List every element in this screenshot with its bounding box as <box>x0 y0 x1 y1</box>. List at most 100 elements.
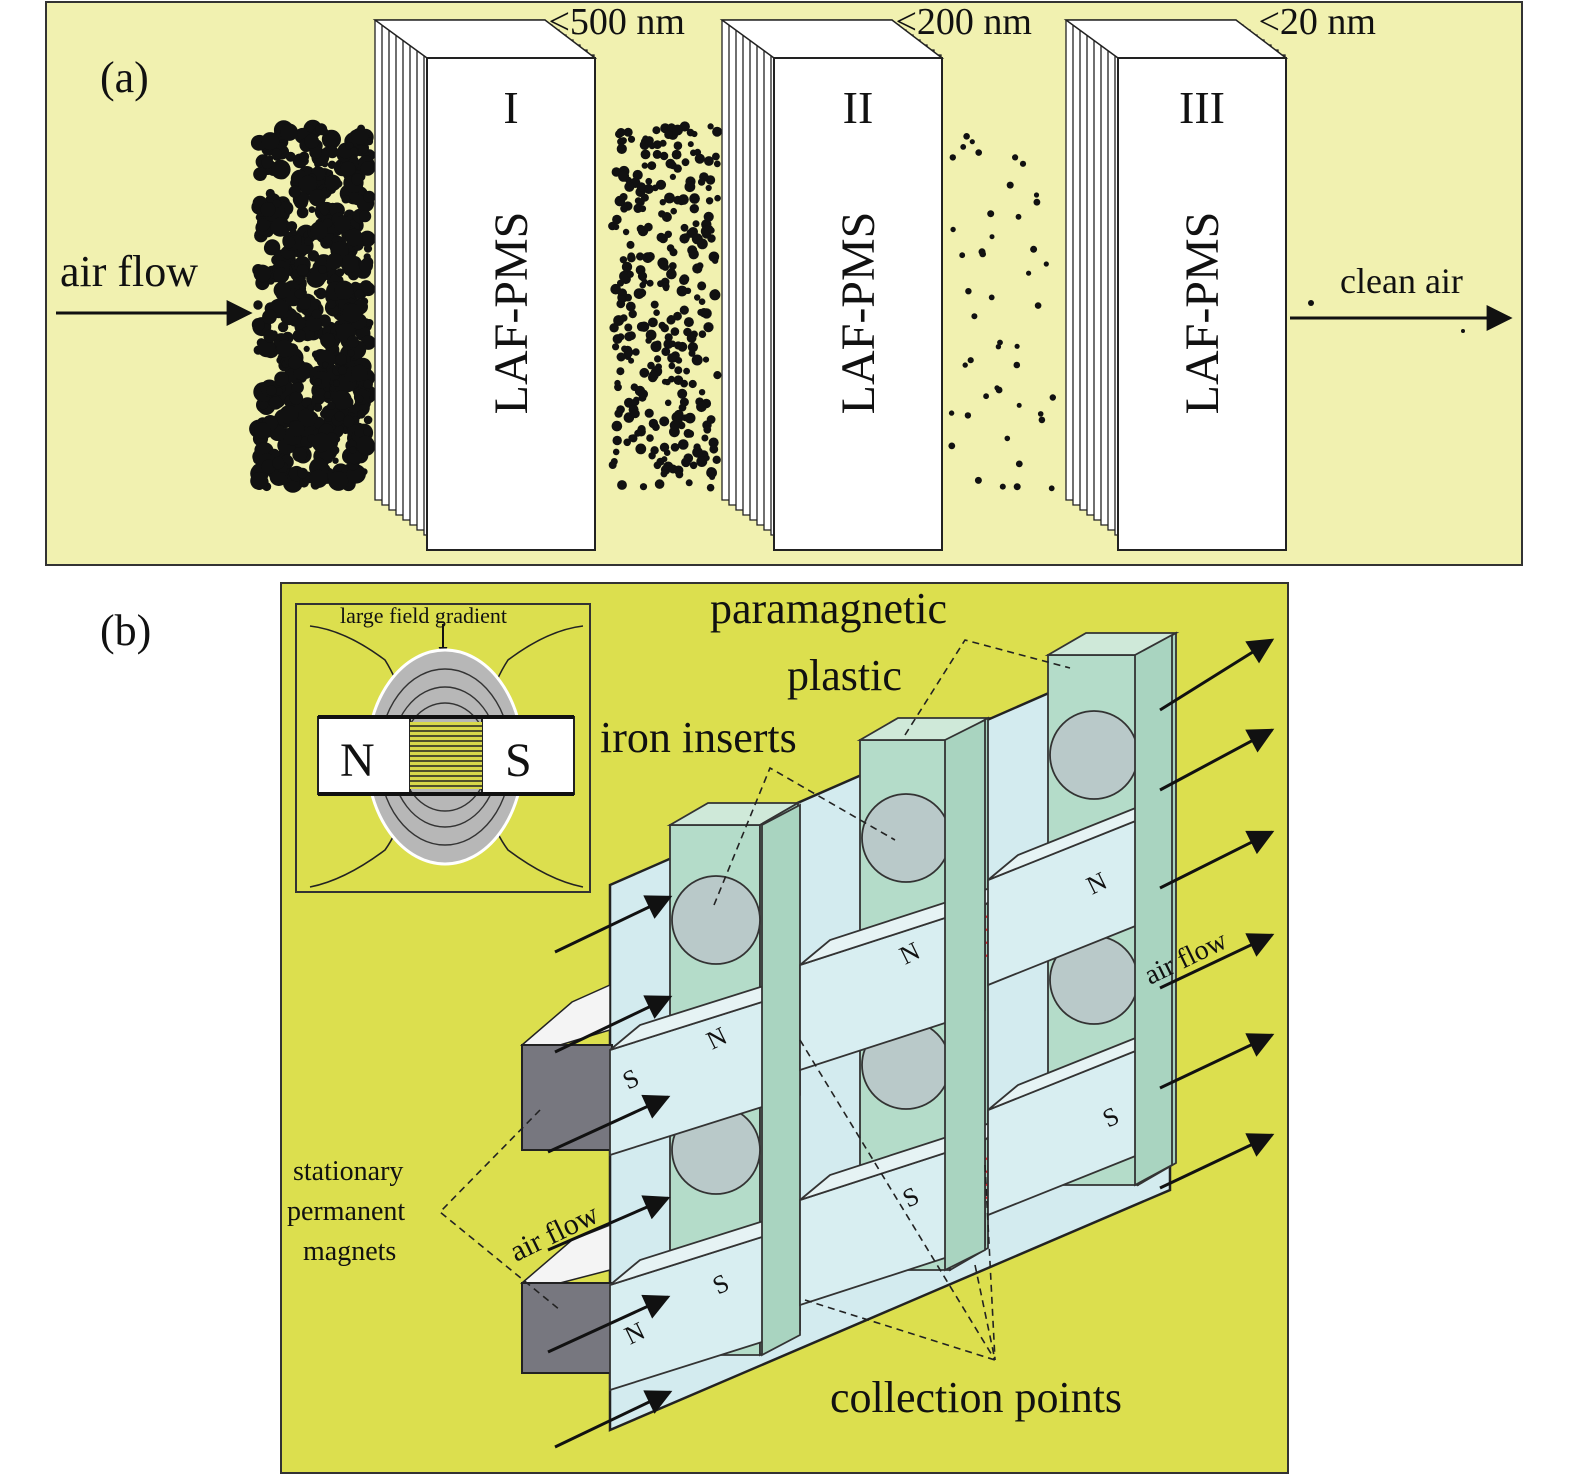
particle <box>703 211 714 222</box>
particle <box>671 149 682 160</box>
column-1: NSSNSN <box>609 801 840 1392</box>
particle <box>621 345 628 353</box>
particle <box>664 378 671 386</box>
air-flow-arrow <box>547 1094 671 1154</box>
particle <box>359 258 373 273</box>
particle <box>1034 302 1042 309</box>
particle <box>328 471 349 491</box>
particle <box>617 279 624 287</box>
collection-points-leader <box>984 1164 996 1361</box>
particle <box>703 322 714 333</box>
particle <box>347 449 362 465</box>
particle <box>708 437 719 448</box>
particle <box>303 345 310 352</box>
particle <box>656 232 666 242</box>
particle <box>665 158 676 169</box>
particle <box>334 280 354 300</box>
plastic-post <box>1134 633 1173 1187</box>
particle <box>997 339 1003 346</box>
particle <box>322 361 329 369</box>
particle <box>641 162 648 169</box>
particle <box>628 357 635 364</box>
particle <box>285 151 296 162</box>
particle <box>263 329 277 343</box>
particle <box>269 396 283 410</box>
particle <box>636 252 645 261</box>
particle <box>711 257 719 264</box>
particle <box>296 206 309 219</box>
air-flow-arrow <box>547 1195 671 1252</box>
particle <box>661 347 671 356</box>
particle <box>310 221 328 240</box>
particle <box>363 244 373 253</box>
particle <box>670 443 680 452</box>
particle <box>675 470 684 479</box>
particle <box>345 228 363 247</box>
particle <box>713 160 721 168</box>
particle <box>689 204 699 214</box>
particle <box>620 204 628 213</box>
particle <box>618 295 626 302</box>
particle <box>714 194 721 202</box>
particle <box>703 425 712 434</box>
permanent-label: permanent <box>287 1196 405 1227</box>
particle <box>365 319 374 327</box>
particle <box>679 397 689 407</box>
particle <box>651 184 659 192</box>
particle <box>628 309 637 319</box>
particle <box>616 367 625 376</box>
filter-numeral: III <box>1179 82 1225 133</box>
particle <box>277 321 289 333</box>
particle <box>705 197 714 205</box>
particle <box>965 288 972 295</box>
particle <box>359 280 373 293</box>
particle <box>1006 181 1014 189</box>
particle <box>696 401 707 413</box>
filter-assembly: NSSNSNNSSNNS <box>519 631 1180 1432</box>
particle <box>620 314 628 322</box>
particle <box>279 405 299 425</box>
iron-inserts-label: iron inserts <box>600 713 797 762</box>
particle <box>648 317 658 328</box>
leader-lines <box>438 639 1071 1361</box>
particle <box>652 149 662 159</box>
particle <box>304 237 313 246</box>
particle <box>341 194 351 204</box>
magnet-columns: NSSNSNNSSNNS <box>609 631 1180 1392</box>
particle <box>611 420 623 432</box>
particle <box>630 409 640 419</box>
particle <box>358 144 368 154</box>
particle <box>334 215 351 233</box>
air-flow-arrow <box>1159 830 1275 890</box>
filter-size-label: <20 nm <box>1259 1 1377 43</box>
particle <box>318 265 327 274</box>
particle <box>261 132 280 151</box>
particle <box>335 268 345 277</box>
particle <box>627 252 636 261</box>
particle <box>694 153 705 164</box>
particle <box>267 277 275 285</box>
particle <box>292 329 306 343</box>
particle <box>689 193 700 204</box>
particle <box>619 256 628 264</box>
particle <box>693 443 701 451</box>
particle <box>311 432 332 453</box>
particle <box>334 411 345 422</box>
inset-north-label: N <box>340 734 375 787</box>
particle <box>699 308 709 318</box>
particle <box>271 159 291 180</box>
particle <box>616 143 627 154</box>
particle <box>616 405 625 414</box>
particle <box>664 230 672 238</box>
particle <box>692 263 703 274</box>
particle <box>707 227 715 234</box>
particle <box>999 483 1006 490</box>
particle <box>260 202 276 217</box>
filter-front <box>773 57 943 551</box>
paramagnetic-label: paramagnetic <box>710 584 947 633</box>
particle <box>673 375 684 386</box>
particle <box>667 315 675 322</box>
particle <box>683 428 693 438</box>
particle <box>621 261 633 273</box>
